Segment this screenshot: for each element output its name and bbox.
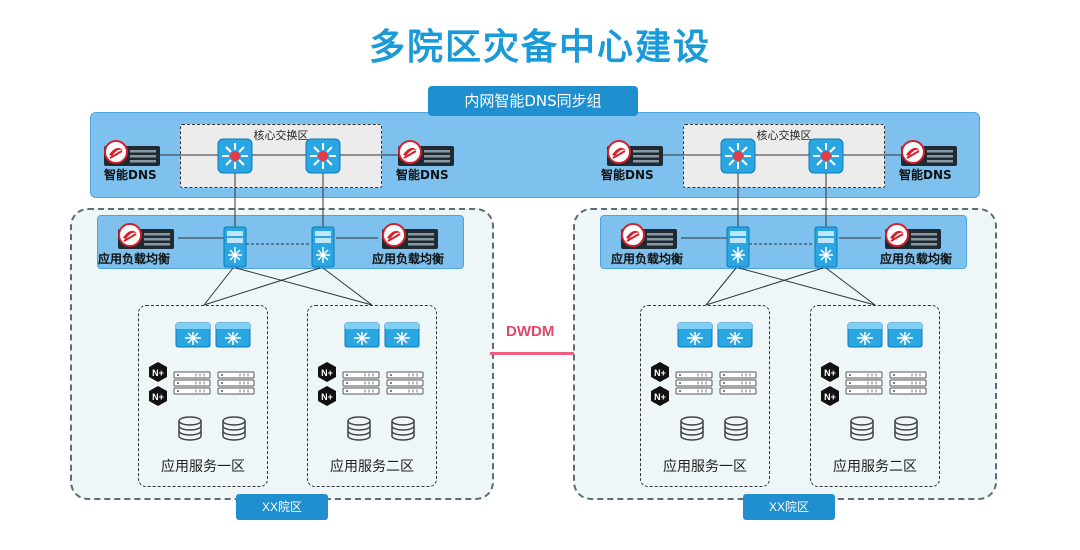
right-core-zone-label: 核心交换区 — [756, 129, 812, 142]
left-dns-appliance-right — [397, 140, 455, 167]
right-campus-label: XX院区 — [743, 494, 835, 520]
left-dns-label-left: 智能DNS — [104, 168, 157, 182]
right-svc1-nginx-icons — [651, 362, 669, 406]
left-svc2-nginx-icons — [318, 362, 336, 406]
left-lb-appliance-left — [117, 223, 175, 250]
right-lb-appliance-left — [620, 223, 678, 250]
right-svc2-servers — [845, 371, 927, 395]
right-service-zone-1: 应用服务一区 — [640, 305, 770, 487]
left-access-switch-1 — [223, 226, 247, 268]
right-svc2-storage — [850, 416, 918, 441]
right-dns-label-left: 智能DNS — [601, 168, 654, 182]
left-svc1-storage — [178, 416, 246, 441]
right-svc1-storage — [680, 416, 748, 441]
right-svc2-tor-switches — [847, 322, 923, 348]
left-core-switch-1 — [217, 138, 253, 174]
left-svc2-servers — [342, 371, 424, 395]
right-lb-appliance-right — [884, 223, 942, 250]
dwdm-link-line — [490, 352, 574, 355]
right-dns-label-right: 智能DNS — [899, 168, 952, 182]
left-lb-appliance-right — [381, 223, 439, 250]
page-title: 多院区灾备中心建设 — [368, 27, 711, 68]
right-core-switch-zone: 核心交换区 — [683, 124, 885, 188]
right-svc1-servers — [675, 371, 757, 395]
left-svc2-tor-switches — [344, 322, 420, 348]
left-lb-label-left: 应用负载均衡 — [98, 252, 171, 266]
right-lb-label-right: 应用负载均衡 — [880, 252, 953, 266]
left-campus-label: XX院区 — [236, 494, 328, 520]
right-svc2-nginx-icons — [821, 362, 839, 406]
left-lb-label-right: 应用负载均衡 — [372, 252, 445, 266]
right-dns-appliance-left — [606, 140, 664, 167]
left-service-zone-1-label: 应用服务一区 — [161, 459, 245, 475]
left-core-zone-label: 核心交换区 — [253, 129, 309, 142]
left-dns-appliance-left — [103, 140, 161, 167]
right-dns-appliance-right — [900, 140, 958, 167]
left-core-switch-zone: 核心交换区 — [180, 124, 382, 188]
right-core-switch-2 — [808, 138, 844, 174]
right-svc1-tor-switches — [677, 322, 753, 348]
dns-sync-group-label: 内网智能DNS同步组 — [428, 86, 638, 116]
right-access-switch-1 — [726, 226, 750, 268]
left-service-zone-2-label: 应用服务二区 — [330, 459, 414, 475]
left-service-zone-2: 应用服务二区 — [307, 305, 437, 487]
left-svc1-servers — [173, 371, 255, 395]
left-core-switch-2 — [305, 138, 341, 174]
right-service-zone-2: 应用服务二区 — [810, 305, 940, 487]
right-access-switch-2 — [814, 226, 838, 268]
left-svc2-storage — [347, 416, 415, 441]
left-access-switch-2 — [311, 226, 335, 268]
left-svc1-tor-switches — [175, 322, 251, 348]
dwdm-link-label: DWDM — [506, 323, 555, 340]
left-svc1-nginx-icons — [149, 362, 167, 406]
right-core-switch-1 — [720, 138, 756, 174]
left-service-zone-1: 应用服务一区 — [138, 305, 268, 487]
right-lb-label-left: 应用负载均衡 — [611, 252, 684, 266]
left-dns-label-right: 智能DNS — [396, 168, 449, 182]
right-service-zone-1-label: 应用服务一区 — [663, 459, 747, 475]
right-service-zone-2-label: 应用服务二区 — [833, 459, 917, 475]
